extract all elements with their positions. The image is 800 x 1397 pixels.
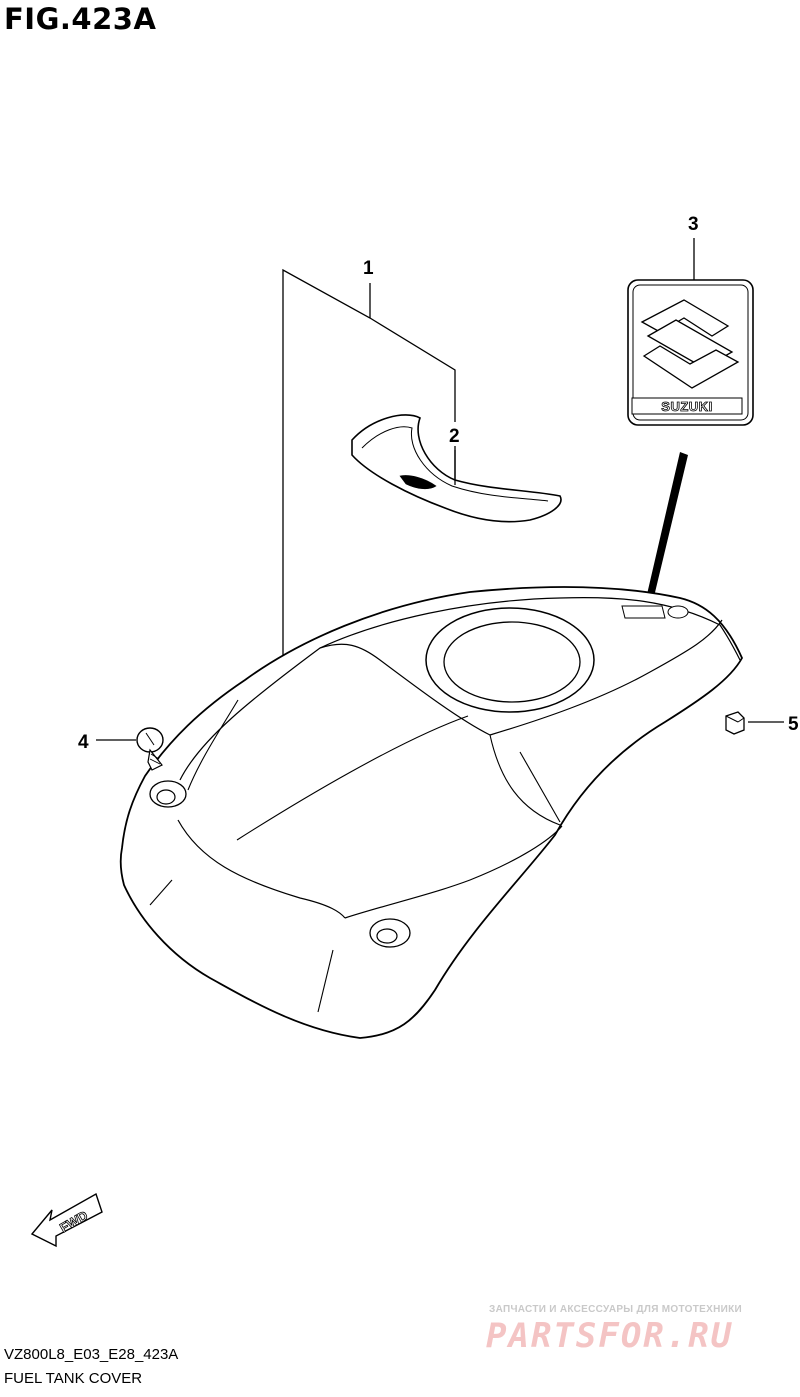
callout-5: 5 (788, 714, 799, 735)
model-code: VZ800L8_E03_E28_423A (4, 1346, 179, 1363)
part-3-emblem: SUZUKI (627, 279, 754, 426)
fwd-arrow: FWD (30, 1192, 103, 1248)
emblem-brand-text: SUZUKI (661, 399, 712, 414)
part-2-badge (351, 414, 562, 523)
callout-2: 2 (449, 426, 460, 447)
part-5-nut (725, 711, 745, 735)
suzuki-s-logo-icon (640, 299, 740, 389)
part-1-fuel-tank-cover (119, 586, 744, 1039)
callout-4: 4 (78, 732, 89, 753)
watermark-tagline: ЗАПЧАСТИ И АКСЕССУАРЫ ДЛЯ МОТОТЕХНИКИ (489, 1304, 742, 1315)
watermark-logo: PARTSFOR.RU (486, 1316, 734, 1356)
callout-3: 3 (688, 214, 699, 235)
figure-title: FIG.423A (4, 2, 157, 36)
callout-1: 1 (363, 258, 374, 279)
part-4-screw (136, 727, 164, 771)
leader-wedge-3 (645, 452, 688, 605)
figure-caption: FUEL TANK COVER (4, 1370, 143, 1387)
